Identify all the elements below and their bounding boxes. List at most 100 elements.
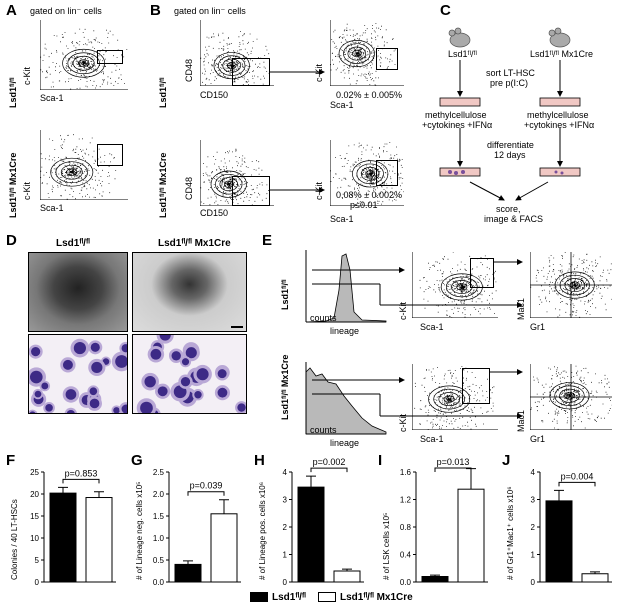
culture-dish-icon <box>439 97 581 177</box>
panel-c-medium2: methylcellulose <box>527 110 589 120</box>
bar-ctrl <box>545 500 573 583</box>
y-tick-label: 1.0 <box>153 534 165 543</box>
panel-b-gate1a <box>232 58 270 86</box>
panel-e-sca1: Sca-1 <box>420 322 444 332</box>
cytospin-photo-ctrl <box>28 334 128 414</box>
panel-label-g: G <box>131 452 143 469</box>
y-tick-label: 25 <box>30 468 39 477</box>
y-tick-label: 2.0 <box>153 490 165 499</box>
y-tick-label: 0.5 <box>153 556 165 565</box>
panel-label-h: H <box>254 452 265 469</box>
panel-a-gate-label: gated on lin⁻ cells <box>30 6 102 16</box>
panel-label-e: E <box>262 232 273 249</box>
panel-b-stat2: 0.08% ± 0.002% <box>336 190 402 200</box>
panel-c-days: 12 days <box>494 150 526 160</box>
error-bar <box>94 491 104 498</box>
p-value-label: p=0.013 <box>437 457 470 467</box>
legend-swatch-ko <box>318 592 336 602</box>
panel-label-b: B <box>150 2 161 19</box>
legend-label-ko: Lsd1ᶠˡ/ᶠˡ Mx1Cre <box>340 592 413 603</box>
mouse-icon <box>448 27 571 48</box>
bar-ko <box>333 570 361 583</box>
panel-c-image: image & FACS <box>484 214 544 224</box>
panel-label-c: C <box>440 2 451 19</box>
panel-c-mouse2: Lsd1ᶠˡ/ᶠˡ Mx1Cre <box>530 49 593 59</box>
y-tick-label: 1.6 <box>400 468 412 477</box>
y-tick-label: 2 <box>283 523 288 532</box>
y-tick-label: 2 <box>531 523 536 532</box>
panel-a-plot2 <box>40 130 128 200</box>
panel-e-histogram1 <box>305 250 387 323</box>
y-tick-label: 4 <box>531 468 536 477</box>
panel-a-x2: Sca-1 <box>40 203 64 213</box>
panel-b-x4: Sca-1 <box>330 214 354 224</box>
y-tick-label: 0 <box>531 578 536 587</box>
p-value-label: p=0.002 <box>313 457 346 467</box>
panel-b-x1: CD150 <box>200 90 229 100</box>
y-tick-label: 3 <box>283 496 288 505</box>
bar-ko <box>210 513 238 583</box>
panel-e-gr2: Gr1 <box>530 434 546 444</box>
legend-label-ctrl: Lsd1ᶠˡ/ᶠˡ <box>272 592 306 603</box>
panel-label-i: I <box>378 452 383 469</box>
significance-bracket <box>310 467 348 473</box>
bar-ctrl <box>421 576 449 583</box>
y-tick-label: 1 <box>283 551 288 560</box>
significance-bracket <box>62 478 100 484</box>
y-tick-label: 0.0 <box>153 578 165 587</box>
error-bar <box>430 574 440 577</box>
p-value-label: p=0.039 <box>190 481 223 491</box>
panel-d-col2: Lsd1ᶠˡ/ᶠˡ Mx1Cre <box>158 238 231 249</box>
panel-b-gate2b <box>376 160 398 186</box>
panel-e-counts2: counts <box>310 425 337 435</box>
bar-plot: 0.0 0.5 1.0 1.5 2.0 2.5 p=0.039 <box>153 468 241 587</box>
panel-e-histogram2 <box>305 362 387 435</box>
y-tick-label: 0 <box>283 578 288 587</box>
panel-a-gate1 <box>97 50 123 64</box>
panel-b-plot2a <box>200 140 274 206</box>
panel-c-score: score, <box>496 204 521 214</box>
p-value-label: p=0.853 <box>65 468 98 478</box>
panel-label-f: F <box>6 452 16 469</box>
error-bar <box>590 571 600 574</box>
panel-e-sca2: Sca-1 <box>420 434 444 444</box>
panel-b-stat1: 0.02% ± 0.005% <box>336 90 402 100</box>
colony-photo-ctrl <box>28 252 128 332</box>
y-tick-label: 0.4 <box>400 551 412 560</box>
legend-swatch-ctrl <box>250 592 268 602</box>
panel-a-plot1 <box>40 20 128 90</box>
panel-b-gate-label: gated on lin⁻ cells <box>174 6 246 16</box>
y-tick-label: 2.5 <box>153 468 165 477</box>
significance-bracket <box>558 481 596 487</box>
panel-d-col1: Lsd1ᶠˡ/ᶠˡ <box>56 238 90 249</box>
y-tick-label: 20 <box>30 490 39 499</box>
bar-ctrl <box>297 486 325 583</box>
error-bar <box>342 568 352 571</box>
panel-c-pre: pre p(I:C) <box>490 78 529 88</box>
panel-c-add2: +cytokines +IFNα <box>524 120 595 130</box>
panel-b-plot1a <box>200 20 274 86</box>
cytospin-photo-ko <box>132 334 247 414</box>
y-tick-label: 5 <box>35 556 40 565</box>
y-tick-label: 1.5 <box>153 512 165 521</box>
panel-e-gr1: Gr1 <box>530 322 546 332</box>
y-tick-label: 0 <box>35 578 40 587</box>
panel-label-d: D <box>6 232 17 249</box>
panel-e-counts1: counts <box>310 313 337 323</box>
error-bar <box>554 489 564 501</box>
panel-e-gate2b <box>462 368 490 404</box>
y-tick-label: 1.2 <box>400 496 412 505</box>
panel-c-diff: differentiate <box>487 140 534 150</box>
y-tick-label: 10 <box>30 534 39 543</box>
bar-ko <box>581 573 609 583</box>
